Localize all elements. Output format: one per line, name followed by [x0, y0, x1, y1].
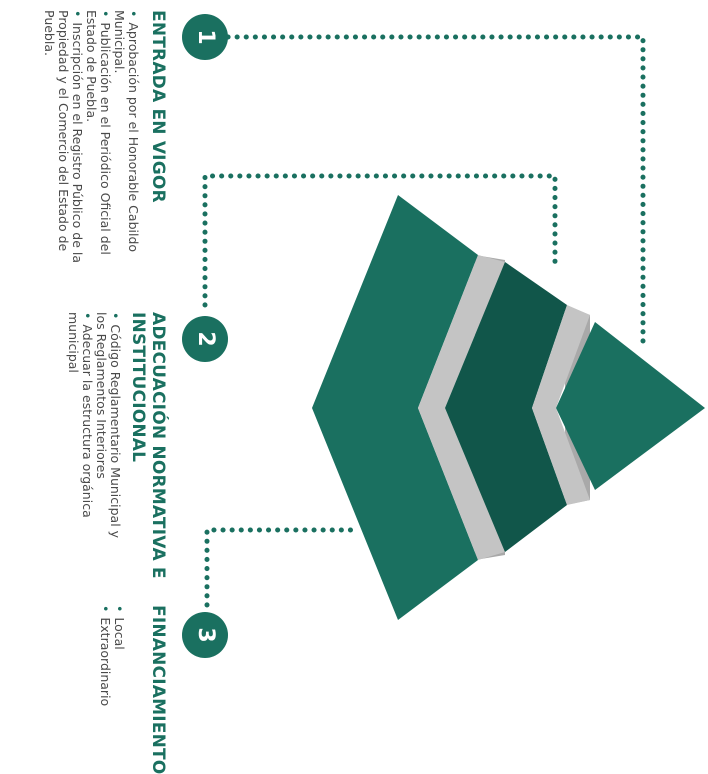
chevron-gap-1 [418, 255, 505, 560]
step-3-title: FINANCIAMIENTO [148, 605, 168, 774]
connector-1 [225, 34, 646, 348]
step-2-bullet: •Adecuar la estructura orgánica [80, 312, 95, 518]
step-2-number: 2 [193, 331, 218, 347]
step-2-text: ADECUACIÓN NORMATIVA E INSTITUCIONAL •Có… [66, 312, 168, 579]
step-2-bullet-cont: municipal [66, 312, 81, 373]
step-3-bullet: •Extraordinario [98, 605, 113, 707]
step-2-circle: 2 [182, 316, 228, 362]
chevron-tip [556, 322, 705, 490]
step-1-number: 1 [193, 29, 218, 45]
chevron-middle [445, 262, 567, 552]
step-3-circle: 3 [182, 612, 228, 658]
chevron-outer [312, 195, 478, 620]
step-1-bullet-cont: Municipal. [112, 10, 127, 74]
step-3-bullet: •Local [112, 605, 127, 650]
chevron-gap-2 [532, 305, 590, 505]
step-1-bullet: •Inscripción en el Registro Público de l… [70, 10, 85, 263]
step-1-bullet: •Aprobación por el Honorable Cabildo [126, 10, 141, 253]
step-2-title-line2: INSTITUCIONAL [128, 312, 148, 463]
step-1-bullet-cont: Propiedad y el Comercio del Estado de [56, 10, 71, 252]
step-3-number: 3 [193, 627, 218, 643]
connector-2 [202, 173, 558, 308]
step-2-bullet: •Código Reglamentario Municipal y [108, 312, 123, 539]
step-2-bullet-cont: los Reglamentos Interiores [94, 312, 109, 479]
step-1-title: ENTRADA EN VIGOR [148, 10, 168, 203]
connector-3 [204, 527, 355, 608]
step-2-title-line1: ADECUACIÓN NORMATIVA E [148, 312, 168, 579]
step-1-circle: 1 [182, 14, 228, 60]
step-3-text: FINANCIAMIENTO •Local •Extraordinario [98, 605, 168, 774]
step-1-bullet: •Publicación en el Periódico Oficial del [98, 10, 113, 255]
step-1-bullet-cont: Puebla. [42, 10, 57, 56]
step-1-text: ENTRADA EN VIGOR •Aprobación por el Hono… [42, 10, 168, 263]
step-1-bullet-cont: Estado de Puebla. [84, 10, 99, 123]
